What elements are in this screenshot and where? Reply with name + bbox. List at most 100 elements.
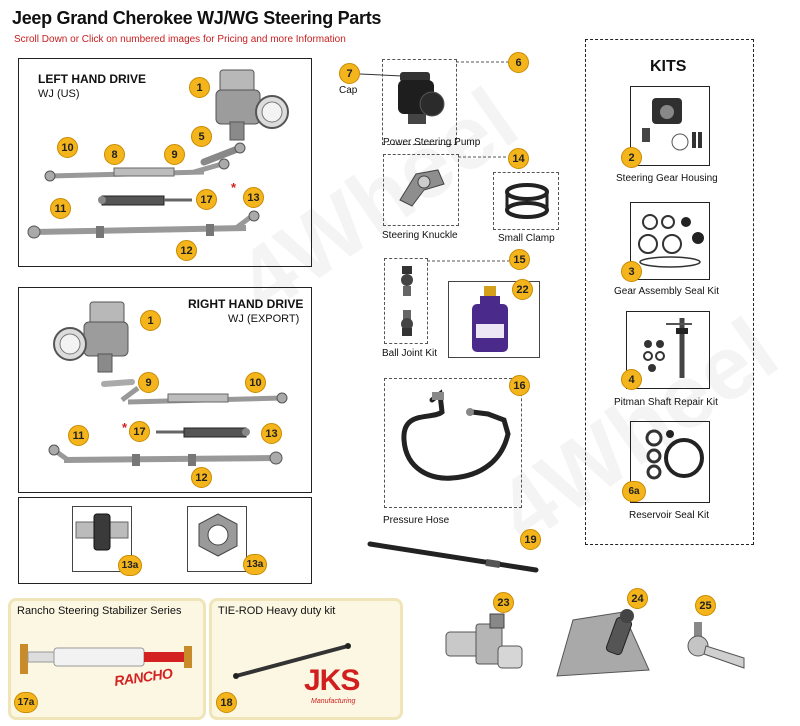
lhd-drag-link[interactable]	[44, 158, 244, 188]
kits-panel	[585, 39, 754, 545]
lhd-steering-gear[interactable]	[210, 66, 290, 146]
tie-rod-kit-heading: TIE-ROD Heavy duty kit	[218, 605, 336, 617]
part-badge-13a-nut[interactable]: 13a	[243, 554, 267, 575]
part-badge-13a[interactable]: 13a	[118, 555, 142, 576]
tie-rod-bar-image[interactable]	[366, 540, 542, 576]
part-badge-14[interactable]: 14	[508, 148, 529, 169]
part-23-image[interactable]	[440, 610, 530, 682]
rhd-tie-rod[interactable]	[48, 440, 288, 476]
part-badge-5[interactable]: 5	[191, 126, 212, 147]
jks-logo-sub: Manufacturing	[311, 698, 356, 705]
part-24-image[interactable]	[553, 600, 653, 680]
part-badge-12[interactable]: 12	[176, 240, 197, 261]
part-badge-10-rhd[interactable]: 10	[245, 372, 266, 393]
pump-label: Power Steering Pump	[383, 137, 481, 148]
asterisk-mark-rhd: *	[122, 420, 128, 435]
part-badge-6a[interactable]: 6a	[622, 481, 646, 502]
rhd-panel	[18, 287, 312, 493]
part-badge-19[interactable]: 19	[520, 529, 541, 550]
part-badge-1-rhd[interactable]: 1	[140, 310, 161, 331]
heavy-duty-tie-rod-image	[233, 643, 351, 679]
ball-joint-image	[401, 266, 413, 336]
pitman-kit-card[interactable]	[626, 311, 710, 389]
gear-housing-card[interactable]	[630, 86, 710, 166]
steering-knuckle-image	[399, 169, 445, 207]
lhd-subheading: WJ (US)	[38, 88, 80, 100]
part-badge-8[interactable]: 8	[104, 144, 125, 165]
lhd-pitman-arm[interactable]	[200, 140, 250, 170]
fluid-bottle-label: MAX EZ	[479, 339, 502, 345]
page-subtitle: Scroll Down or Click on numbered images …	[14, 34, 346, 45]
pressure-hose-image	[401, 389, 511, 481]
fluid-card[interactable]	[448, 281, 540, 358]
adjusting-sleeve-card[interactable]	[72, 506, 132, 572]
small-clamp-image	[505, 183, 549, 219]
part-badge-11[interactable]: 11	[50, 198, 71, 219]
rhd-drag-link[interactable]	[98, 378, 298, 414]
part-badge-2[interactable]: 2	[621, 147, 642, 168]
pitman-kit-image	[643, 318, 692, 378]
part-badge-25[interactable]: 25	[695, 595, 716, 616]
part-badge-9-rhd[interactable]: 9	[138, 372, 159, 393]
page-title: Jeep Grand Cherokee WJ/WG Steering Parts	[12, 8, 382, 28]
part-badge-17[interactable]: 17	[196, 189, 217, 210]
pump-card[interactable]	[382, 59, 457, 145]
seal-kit-image	[638, 214, 704, 268]
part-badge-13[interactable]: 13	[243, 187, 264, 208]
adjusting-sleeve-panel	[18, 497, 312, 584]
ball-joint-dash-leader	[427, 260, 509, 262]
steering-fluid-bottle	[472, 286, 508, 352]
part-badge-15[interactable]: 15	[509, 249, 530, 270]
lhd-steering-stabilizer[interactable]	[98, 190, 198, 212]
part-badge-1[interactable]: 1	[189, 77, 210, 98]
ball-joint-card[interactable]	[384, 258, 428, 344]
hose-card[interactable]	[384, 378, 522, 508]
reservoir-kit-card[interactable]	[630, 421, 710, 503]
part-badge-9[interactable]: 9	[164, 144, 185, 165]
knuckle-label: Steering Knuckle	[382, 230, 458, 241]
part-badge-13-rhd[interactable]: 13	[261, 423, 282, 444]
pitman-label: Pitman Shaft Repair Kit	[614, 397, 718, 408]
adjusting-sleeve-image	[75, 513, 129, 551]
clamp-card[interactable]	[493, 172, 559, 230]
seal-kit-card[interactable]	[630, 202, 710, 280]
part-badge-22[interactable]: 22	[512, 279, 533, 300]
part-badge-4[interactable]: 4	[621, 369, 642, 390]
gear-housing-image	[642, 98, 702, 151]
part-badge-16[interactable]: 16	[509, 375, 530, 396]
rancho-stabilizer-image	[20, 644, 192, 674]
gear-housing-label: Steering Gear Housing	[616, 173, 718, 184]
reservoir-kit-image	[645, 429, 704, 480]
asterisk-mark: *	[231, 180, 237, 195]
part-badge-6[interactable]: 6	[508, 52, 529, 73]
kits-heading: KITS	[650, 58, 687, 75]
jam-nut-image	[198, 513, 238, 557]
lhd-heading: LEFT HAND DRIVE	[38, 72, 146, 86]
part-badge-24[interactable]: 24	[627, 588, 648, 609]
cap-leader-line	[359, 73, 403, 77]
rhd-steering-gear[interactable]	[50, 298, 134, 378]
part-badge-10[interactable]: 10	[57, 137, 78, 158]
rancho-heading: Rancho Steering Stabilizer Series	[17, 605, 182, 617]
rhd-heading: RIGHT HAND DRIVE	[188, 297, 304, 311]
part-badge-17-rhd[interactable]: 17	[129, 421, 150, 442]
part-badge-11-rhd[interactable]: 11	[68, 425, 89, 446]
jks-logo: JKS	[304, 664, 360, 697]
part-badge-17a[interactable]: 17a	[14, 692, 38, 713]
jam-nut-card[interactable]	[187, 506, 247, 572]
part-badge-3[interactable]: 3	[621, 261, 642, 282]
rhd-steering-stabilizer[interactable]	[152, 422, 252, 444]
part-badge-18[interactable]: 18	[216, 692, 237, 713]
seal-kit-label: Gear Assembly Seal Kit	[614, 286, 720, 297]
knuckle-dash-leader	[458, 156, 508, 158]
lhd-tie-rod[interactable]	[26, 210, 266, 246]
part-badge-12-rhd[interactable]: 12	[191, 467, 212, 488]
cap-label: Cap	[339, 85, 358, 96]
hose-label: Pressure Hose	[383, 515, 450, 526]
knuckle-card[interactable]	[383, 154, 459, 226]
part-badge-23[interactable]: 23	[493, 592, 514, 613]
part-25-image[interactable]	[684, 618, 750, 674]
part-badge-7[interactable]: 7	[339, 63, 360, 84]
reservoir-label: Reservoir Seal Kit	[629, 510, 710, 521]
power-steering-pump-image	[398, 72, 445, 124]
